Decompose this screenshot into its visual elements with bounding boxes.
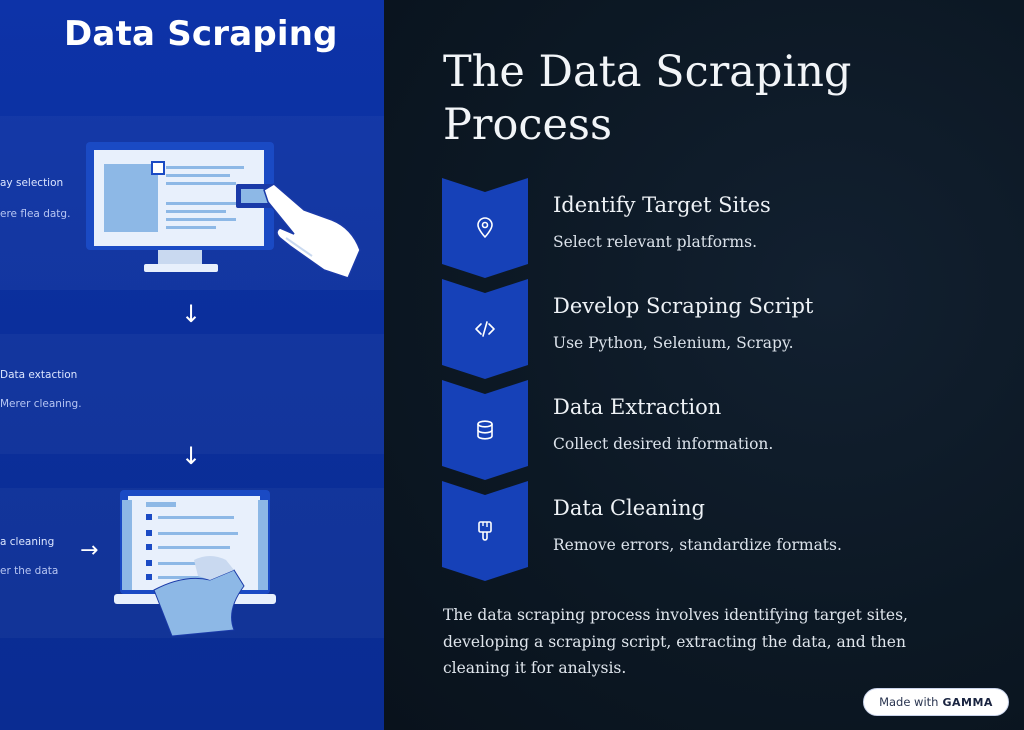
made-with-gamma-badge[interactable]: Made with GAMMA bbox=[863, 688, 1009, 716]
process-step: Data Extraction Collect desired informat… bbox=[442, 380, 1002, 482]
monitor-illustration bbox=[86, 142, 361, 279]
step-description: Remove errors, standardize formats. bbox=[553, 536, 842, 554]
step-title: Data Extraction bbox=[553, 395, 722, 419]
page-title: The Data Scraping Process bbox=[443, 47, 852, 150]
illustration-label: Data extaction bbox=[0, 369, 78, 381]
code-icon bbox=[475, 321, 495, 337]
step-title: Develop Scraping Script bbox=[553, 294, 814, 318]
badge-prefix: Made with bbox=[879, 695, 939, 709]
step-description: Collect desired information. bbox=[553, 435, 774, 453]
process-step: Identify Target Sites Select relevant pl… bbox=[442, 178, 1002, 280]
illustration-label: ay selection bbox=[0, 177, 64, 189]
laptop-illustration bbox=[114, 490, 276, 637]
illustration-sublabel: er the data bbox=[0, 565, 59, 577]
step-description: Select relevant platforms. bbox=[553, 233, 758, 251]
arrow-down-icon: ↓ bbox=[181, 442, 202, 470]
process-step: Develop Scraping Script Use Python, Sele… bbox=[442, 279, 1002, 381]
gamma-logo: GAMMA bbox=[942, 695, 993, 709]
chevron-shape bbox=[442, 481, 528, 581]
chevron-shape bbox=[442, 380, 528, 480]
map-pin-icon bbox=[477, 217, 493, 238]
step-chevron bbox=[442, 178, 528, 278]
database-icon bbox=[477, 420, 493, 440]
step-chevron bbox=[442, 279, 528, 379]
illustration-sublabel: ere flea datg. bbox=[0, 208, 71, 220]
arrow-down-icon: ↓ bbox=[181, 300, 202, 328]
illustration-title: Data Scraping bbox=[64, 14, 338, 54]
paintbrush-icon bbox=[478, 521, 492, 541]
illustration-panel: Data Scraping ay selection ere flea datg… bbox=[0, 0, 384, 730]
arrow-right-icon: → bbox=[80, 538, 99, 563]
step-title: Identify Target Sites bbox=[553, 193, 771, 217]
step-title: Data Cleaning bbox=[553, 496, 705, 520]
step-chevron bbox=[442, 481, 528, 581]
illustration-band bbox=[0, 334, 384, 454]
illustration-label: a cleaning bbox=[0, 536, 55, 548]
step-chevron bbox=[442, 380, 528, 480]
summary-text: The data scraping process involves ident… bbox=[443, 606, 908, 677]
process-step: Data Cleaning Remove errors, standardize… bbox=[442, 481, 1002, 583]
step-description: Use Python, Selenium, Scrapy. bbox=[553, 334, 794, 352]
illustration-sublabel: Merer cleaning. bbox=[0, 398, 82, 410]
